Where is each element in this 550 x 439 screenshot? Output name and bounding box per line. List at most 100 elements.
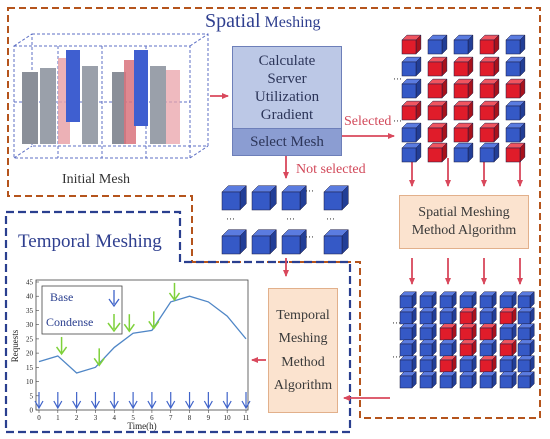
- final-cube: [419, 307, 437, 325]
- calc-line: Utilization: [254, 89, 320, 105]
- not-selected-cube: [281, 185, 307, 211]
- final-cube: [459, 291, 477, 309]
- selected-cube: [427, 122, 448, 143]
- legend-base-label: Base: [50, 290, 73, 304]
- final-cube: [419, 323, 437, 341]
- y-tick-label: 45: [26, 279, 34, 287]
- calc-line: Gradient: [260, 107, 314, 123]
- calc-line: Calculate: [258, 53, 316, 69]
- selected-cube: [505, 122, 526, 143]
- selected-cube: [453, 78, 474, 99]
- final-cube: [439, 291, 457, 309]
- spatial-section-border: [7, 7, 541, 419]
- server-rack-hot: [166, 70, 180, 144]
- initial-mesh-caption: Initial Mesh: [62, 172, 131, 187]
- server-rack-active: [66, 50, 80, 122]
- grid-dots: ···: [226, 214, 235, 224]
- grid-dots: ···: [305, 232, 314, 242]
- y-tick-label: 0: [30, 407, 34, 415]
- condense-marker-arrow: [168, 282, 181, 302]
- selected-cube: [479, 122, 500, 143]
- chart-markers: [34, 282, 251, 410]
- select-mesh-box: Select Mesh: [232, 128, 342, 156]
- base-marker-arrow: [147, 392, 157, 410]
- selected-cube: [479, 100, 500, 121]
- x-tick-label: 6: [150, 414, 154, 422]
- base-marker-arrow: [53, 392, 63, 410]
- final-cube: [399, 307, 417, 325]
- base-marker-arrow: [222, 392, 232, 410]
- grid-dots: ···: [392, 318, 401, 328]
- server-rack-active: [134, 50, 148, 126]
- base-marker-arrow: [203, 392, 213, 410]
- selected-cube: [401, 78, 422, 99]
- final-cube: [499, 355, 517, 373]
- selected-cube: [401, 122, 422, 143]
- server-rack: [22, 72, 38, 144]
- final-cube-grid: ······: [392, 291, 535, 389]
- temporal-section-border: [4, 210, 352, 434]
- spatial-meshing-title: Spatial Meshing: [205, 10, 321, 32]
- base-marker-arrow: [72, 392, 82, 410]
- selected-cube: [427, 34, 448, 55]
- selected-cube: [505, 34, 526, 55]
- temporal-algo-line: Meshing: [278, 331, 328, 347]
- spatial-algo-line: Method Algorithm: [411, 223, 517, 238]
- temporal-meshing-title: Temporal Meshing: [18, 231, 162, 252]
- final-cube: [517, 339, 535, 357]
- selected-cube: [453, 34, 474, 55]
- final-cube: [419, 371, 437, 389]
- grid-dots: ···: [326, 214, 335, 224]
- final-cube: [459, 323, 477, 341]
- spatial-algo-line: Spatial Meshing: [418, 204, 510, 220]
- chart-ylabel: Requests: [10, 329, 20, 362]
- selected-cube: [505, 100, 526, 121]
- grid-dots: ···: [286, 214, 295, 224]
- temporal-algo-line: Temporal: [276, 308, 330, 324]
- final-cube: [439, 307, 457, 325]
- final-cube: [419, 355, 437, 373]
- requests-line: [38, 295, 247, 374]
- final-cube: [517, 355, 535, 373]
- x-tick-label: 10: [224, 414, 232, 422]
- y-tick-label: 10: [26, 378, 34, 386]
- not-selected-cube: [281, 229, 307, 255]
- final-cube: [399, 355, 417, 373]
- chart-series: [38, 295, 247, 374]
- x-tick-label: 11: [243, 414, 250, 422]
- x-tick-label: 8: [188, 414, 192, 422]
- calculate-gradient-box: Calculate Server Utilization Gradient: [232, 46, 342, 130]
- x-tick-label: 7: [169, 414, 173, 422]
- selected-cube: [479, 34, 500, 55]
- final-cube: [439, 355, 457, 373]
- calc-line: Server: [267, 71, 307, 87]
- legend-base-arrow-icon: [108, 290, 120, 308]
- spatial-meshing-algorithm-box: Spatial Meshing Method Algorithm: [399, 195, 529, 249]
- final-cube: [517, 291, 535, 309]
- final-cube: [439, 323, 457, 341]
- selected-cube-grid: ······: [393, 34, 526, 163]
- server-rack: [112, 72, 126, 144]
- arrows-selected-to-spatial-algo: [409, 158, 523, 187]
- condense-marker-arrow: [148, 311, 160, 330]
- x-tick-label: 2: [75, 414, 79, 422]
- base-marker-arrow: [166, 392, 176, 410]
- y-tick-label: 15: [26, 364, 34, 372]
- selected-cube: [453, 142, 474, 163]
- y-tick-label: 25: [26, 335, 34, 343]
- selected-cube: [479, 56, 500, 77]
- final-cube: [517, 323, 535, 341]
- not-selected-cube-grid: ···············: [221, 185, 349, 255]
- final-cube: [517, 307, 535, 325]
- selected-cube: [401, 142, 422, 163]
- final-cube: [419, 339, 437, 357]
- x-tick-label: 4: [113, 414, 117, 422]
- server-rack: [82, 66, 98, 144]
- server-rack-hot: [124, 60, 136, 144]
- final-cube: [439, 339, 457, 357]
- selected-cube: [427, 56, 448, 77]
- final-cube: [499, 339, 517, 357]
